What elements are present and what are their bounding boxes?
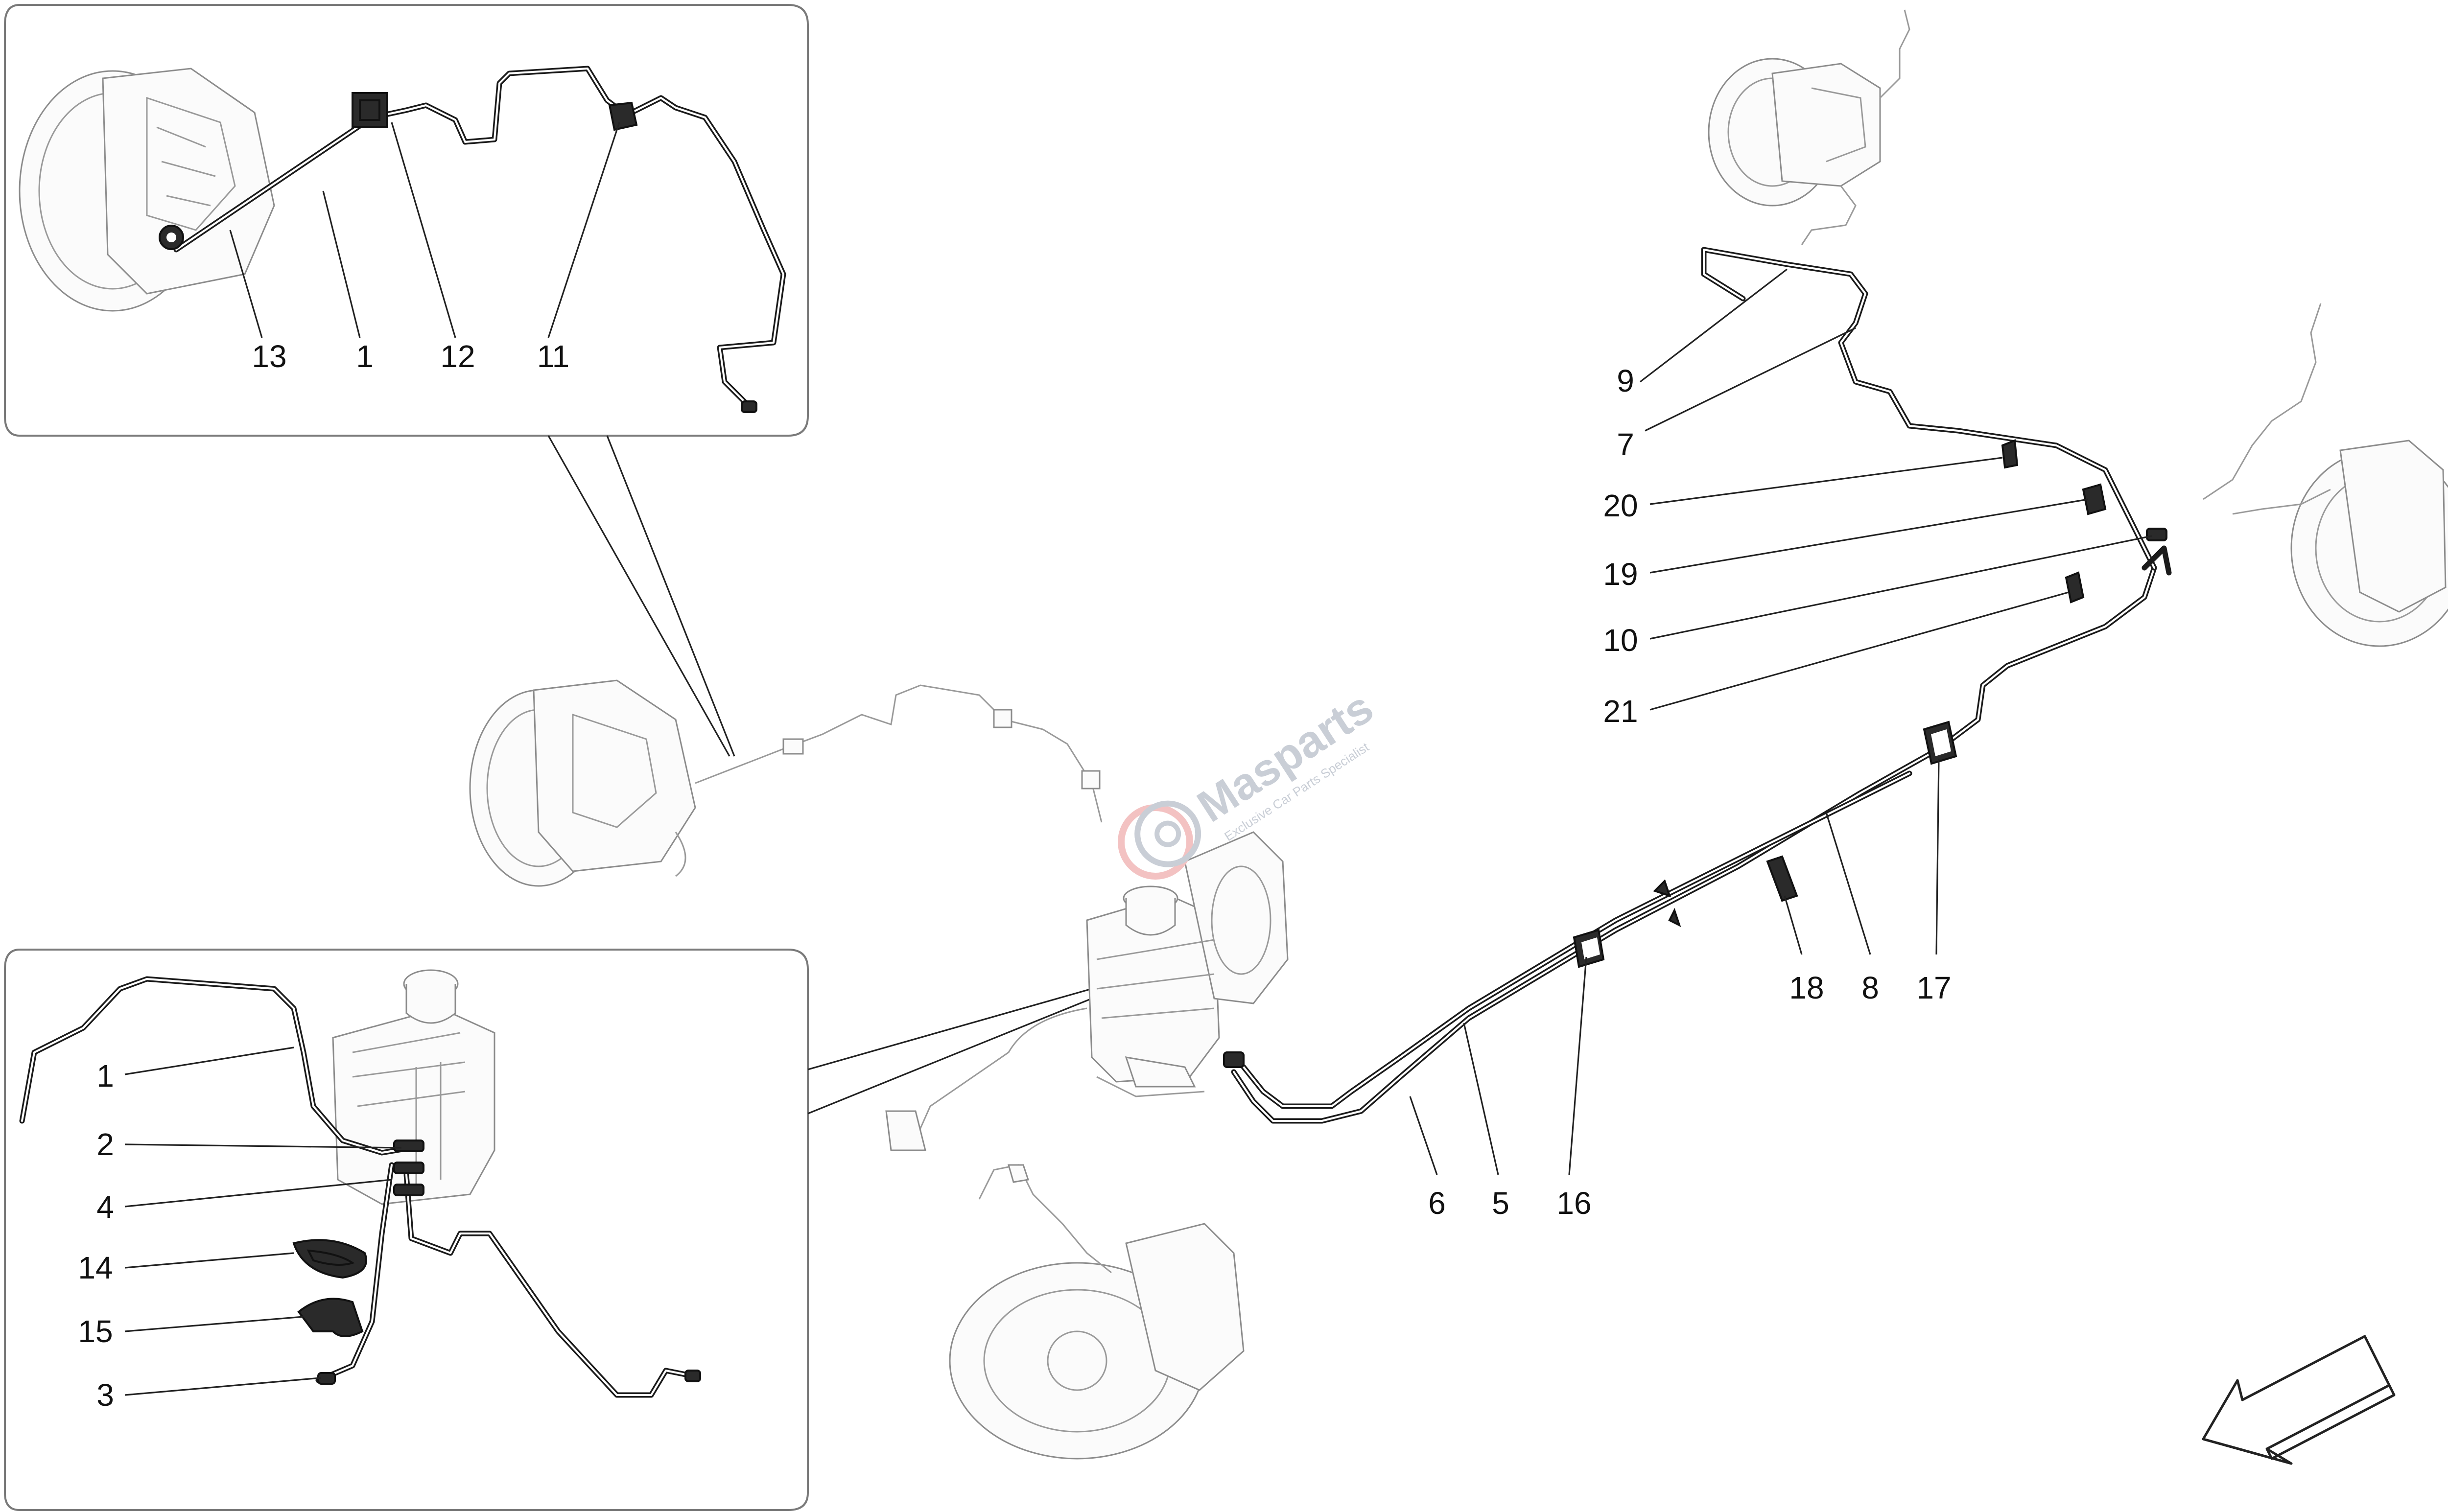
part-11-clip [608, 101, 638, 131]
main-brake-lines [1223, 247, 2172, 1124]
callout-11: 11 [537, 339, 569, 374]
part-12-clip [352, 92, 388, 128]
part-19-clip [2082, 483, 2107, 515]
callout-20: 20 [1603, 488, 1638, 523]
top-inset: 13 1 12 11 [4, 4, 809, 437]
front-left-brake-ghost [19, 68, 275, 312]
front-left-ghost-assembly [469, 679, 1103, 887]
rear-right-lower-brake-ghost [2203, 303, 2448, 647]
callout-14: 14 [78, 1250, 113, 1285]
front-right-ghost-assembly [949, 1164, 1245, 1460]
callout-10: 10 [1603, 623, 1638, 658]
callout-19: 19 [1603, 557, 1638, 592]
callout-8: 8 [1861, 970, 1879, 1005]
part-21-clip [2065, 571, 2085, 604]
callout-6: 6 [1428, 1186, 1446, 1221]
callout-7: 7 [1617, 427, 1634, 462]
callout-12: 12 [440, 339, 475, 374]
callout-9: 9 [1617, 363, 1634, 398]
callout-18: 18 [1789, 970, 1824, 1005]
part-15-bracket [297, 1298, 364, 1337]
callout-5: 5 [1492, 1186, 1509, 1221]
callout-21: 21 [1603, 694, 1638, 729]
part-20-clip [2001, 439, 2019, 469]
callout-4: 4 [96, 1189, 114, 1225]
bottom-inset: 1 2 4 14 15 3 [4, 949, 809, 1511]
part-10-fitting [2146, 528, 2167, 541]
part-16-clip [1573, 929, 1605, 968]
callout-17: 17 [1916, 970, 1951, 1005]
callout-3: 3 [96, 1377, 114, 1413]
callout-2: 2 [96, 1127, 114, 1162]
callout-13: 13 [252, 339, 286, 374]
part-17-clip [1923, 721, 1957, 765]
part-13-fitting [159, 225, 184, 250]
abs-unit-ghost [332, 969, 495, 1205]
abs-master-cylinder-ghost [885, 831, 1289, 1151]
callout-15: 15 [78, 1314, 113, 1349]
callout-1: 1 [356, 339, 374, 374]
part-14-grommet [292, 1239, 367, 1279]
callout-1b: 1 [96, 1058, 114, 1093]
part-18-bolt [1766, 855, 1798, 902]
callout-16: 16 [1556, 1186, 1591, 1221]
direction-arrow-icon [2202, 1335, 2396, 1465]
rear-right-upper-brake-ghost [1708, 9, 1910, 245]
